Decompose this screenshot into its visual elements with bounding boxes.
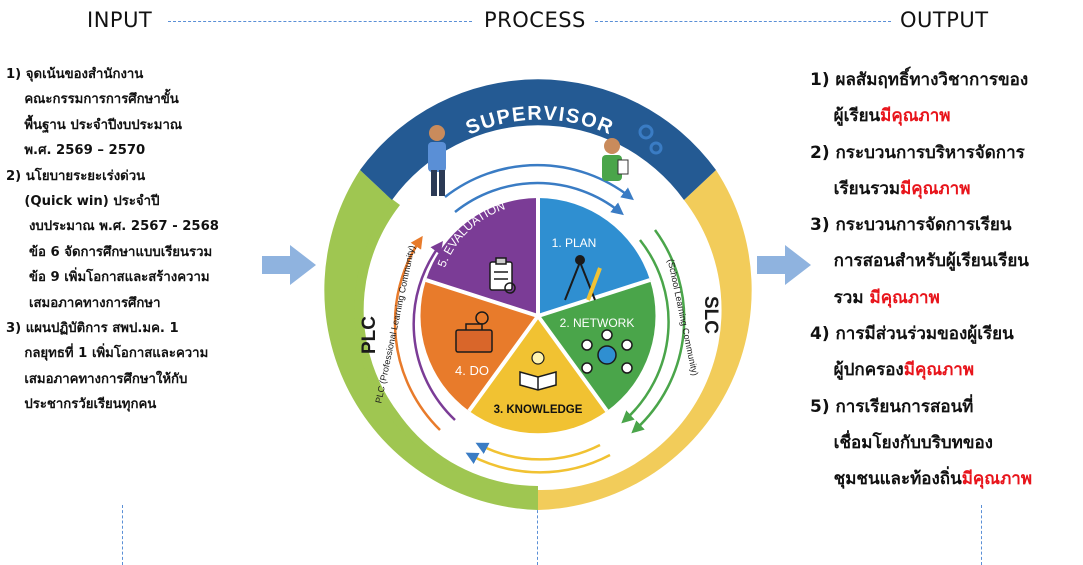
quality-emphasis: มีคุณภาพ (961, 469, 1033, 490)
supervisor-band (360, 79, 716, 200)
input-line: (Quick win) ประจำปี (6, 194, 160, 210)
input-header: INPUT (87, 8, 153, 32)
output-text: เรียนรวม (810, 178, 901, 199)
slc-band (538, 170, 752, 510)
input-line: ประชากรวัยเรียนทุกคน (6, 397, 157, 413)
segment-label-plan: 1. PLAN (552, 236, 597, 250)
output-line: ผู้เรียนมีคุณภาพ (810, 98, 1083, 134)
output-line: 3) กระบวนการจัดการเรียน (810, 215, 1012, 236)
supervisor-person-icon (428, 125, 446, 196)
output-text: ผู้เรียน (810, 106, 881, 127)
clipboard-check-icon (489, 257, 516, 294)
input-line: พื้นฐาน ประจำปีงบประมาณ (6, 117, 183, 133)
input-line: 2) นโยบายระยะเร่งด่วน (6, 168, 146, 184)
output-divider-line (981, 505, 982, 565)
input-line: ข้อ 9 เพิ่มโอกาสและสร้างความ (6, 270, 210, 286)
input-list: 1) จุดเน้นของสำนักงาน คณะกรรมการการศึกษา… (6, 62, 276, 418)
output-text: รวม (810, 287, 870, 308)
segment-label-do: 4. DO (455, 363, 489, 378)
input-line: พ.ศ. 2569 – 2570 (6, 143, 146, 159)
output-line: ผู้ปกครองมีคุณภาพ (810, 352, 1083, 388)
output-line: เรียนรวมมีคุณภาพ (810, 171, 1083, 207)
output-list: 1) ผลสัมฤทธิ์ทางวิชาการของ ผู้เรียนมีคุณ… (810, 62, 1083, 498)
slc-title: SLC (700, 296, 721, 334)
quality-emphasis: มีคุณภาพ (869, 287, 940, 308)
quality-emphasis: มีคุณภาพ (900, 178, 971, 199)
plc-band (324, 170, 538, 510)
input-line: งบประมาณ พ.ศ. 2567 - 2568 (6, 219, 219, 235)
input-line: 1) จุดเน้นของสำนักงาน (6, 67, 144, 82)
output-line: ชุมชนและท้องถิ่นมีคุณภาพ (810, 461, 1083, 497)
output-line: 4) การมีส่วนร่วมของผู้เรียน (810, 324, 1014, 345)
compass-pencil-icon (564, 255, 602, 301)
input-arrow-icon (262, 245, 316, 285)
input-line: กลยุทธที่ 1 เพิ่มโอกาสและความ (6, 346, 209, 362)
output-line: 1) ผลสัมฤทธิ์ทางวิชาการของ (810, 70, 1029, 90)
output-line: 5) การเรียนการสอนที่ (810, 396, 974, 417)
process-divider-line (537, 505, 538, 565)
output-text: ผู้ปกครอง (810, 360, 904, 381)
supervisor-clipboard-icon (602, 138, 629, 181)
output-text: ชุมชนและท้องถิ่น (810, 469, 962, 490)
input-line: 3) แผนปฏิบัติการ สพป.มค. 1 (6, 321, 179, 337)
process-header: PROCESS (484, 8, 586, 32)
output-line: รวม มีคุณภาพ (810, 280, 1083, 316)
output-line: เชื่อมโยงกับบริบทของ (810, 432, 993, 453)
output-line: การสอนสำหรับผู้เรียนเรียน (810, 251, 1029, 272)
network-icon (581, 329, 633, 374)
segment-label-knowledge: 3. KNOWLEDGE (494, 404, 583, 416)
gear-icon (638, 124, 663, 155)
output-line: 2) กระบวนการบริหารจัดการ (810, 142, 1025, 163)
input-line: ข้อ 6 จัดการศึกษาแบบเรียนรวม (6, 244, 213, 260)
book-bulb-icon (519, 351, 557, 391)
quality-emphasis: มีคุณภาพ (903, 360, 975, 381)
quality-emphasis: มีคุณภาพ (880, 106, 951, 127)
output-header: OUTPUT (900, 8, 989, 32)
plc-title: PLC (359, 316, 380, 354)
header-connector-left (168, 21, 472, 22)
segment-knowledge (469, 316, 607, 434)
input-line: เสมอภาคทางการศึกษาให้กับ (6, 371, 188, 387)
toolbox-icon (455, 311, 493, 353)
cycle-arrows (393, 163, 686, 474)
header-connector-right (595, 21, 891, 22)
input-line: เสมอภาคทางการศึกษา (6, 295, 161, 311)
segment-network (538, 280, 656, 411)
input-line: คณะกรรมการการศึกษาขั้น (6, 92, 179, 108)
segment-plan (538, 198, 650, 316)
output-arrow-icon (757, 245, 811, 285)
segment-label-network: 2. NETWORK (560, 316, 635, 330)
input-divider-line (122, 505, 123, 565)
